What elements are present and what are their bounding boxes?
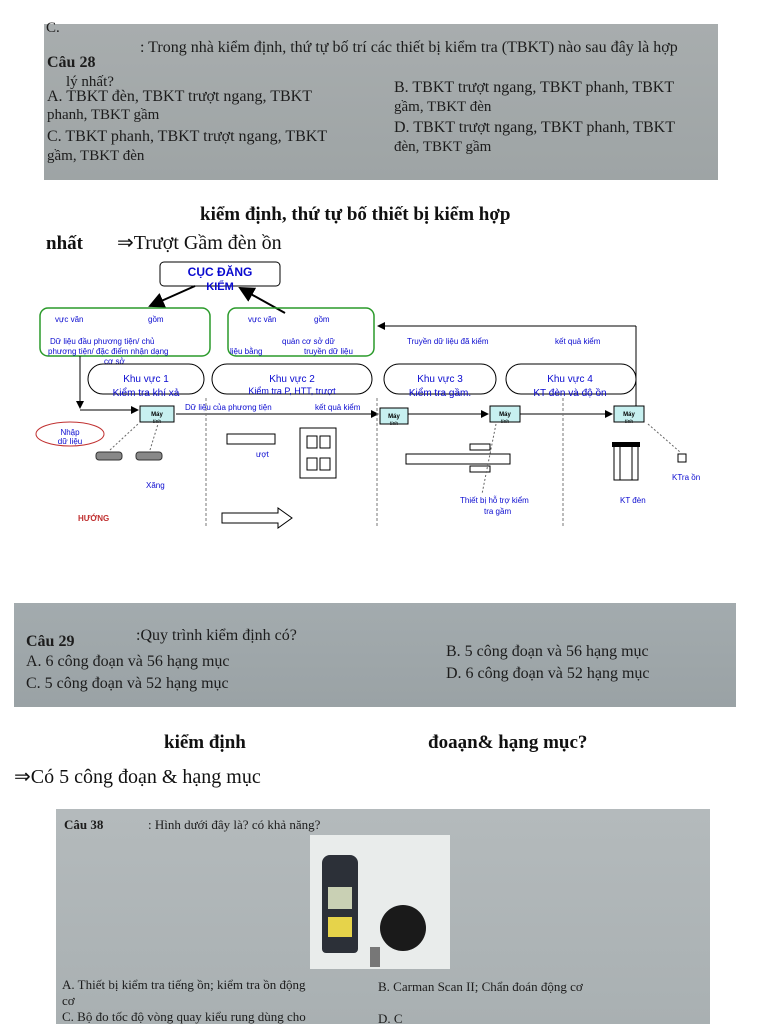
svg-text:KT đèn và độ ồn: KT đèn và độ ồn: [533, 387, 606, 399]
svg-text:Khu vực 3: Khu vực 3: [417, 374, 463, 385]
svg-text:Nhập: Nhập: [60, 428, 80, 437]
svg-text:liệu bằng: liệu bằng: [230, 347, 262, 356]
sound-level-meter-photo: [310, 835, 450, 969]
svg-text:Xăng: Xăng: [146, 481, 165, 490]
option-a: A. Thiết bị kiểm tra tiếng ồn; kiểm tra …: [62, 977, 306, 992]
svg-text:Máy: Máy: [499, 412, 511, 418]
option-b: B. Carman Scan II; Chẩn đoán động cơ: [378, 979, 583, 994]
svg-text:phương tiện/ đặc điểm nhận dạn: phương tiện/ đặc điểm nhận dạng: [48, 347, 168, 356]
svg-text:truyền dữ liệu: truyền dữ liệu: [304, 347, 353, 356]
svg-text:tra gầm: tra gầm: [484, 507, 511, 516]
option-d: D. TBKT trượt ngang, TBKT phanh, TBKT: [394, 119, 675, 136]
option-c: C. TBKT phanh, TBKT trượt ngang, TBKT: [47, 128, 328, 145]
question-29-scan: Câu 29 :Quy trình kiểm định có? A. 6 côn…: [14, 603, 736, 707]
computer-1: Máy tính: [139, 405, 175, 425]
note-29-part-a: kiểm định: [164, 732, 246, 753]
svg-text:kết quả kiểm: kết quả kiểm: [315, 403, 361, 412]
note-29-part-b: đoaạn& hạng mục?: [428, 732, 588, 753]
office-group-2: [227, 307, 375, 357]
fragment-text: C.: [46, 20, 60, 36]
svg-text:Dữ liệu đầu phương tiệ: Dữ liệu đầu phương tiện/ chủ: [50, 337, 154, 346]
svg-text:quản cơ sở dữ: quản cơ sở dữ: [282, 337, 335, 346]
option-c: C. 5 công đoạn và 52 hạng mục: [26, 675, 229, 692]
zone-4: Khu vực 4 KT đèn và độ ồn: [505, 363, 637, 399]
question-28-scan: C. Câu 28 : Trong nhà kiểm định, thứ tự …: [44, 20, 718, 180]
department-label: CỤC ĐĂNG: [188, 264, 253, 279]
option-a: A. TBKT đèn, TBKT trượt ngang, TBKT: [47, 88, 312, 105]
svg-text:Khu vực 1: Khu vực 1: [123, 374, 169, 385]
svg-text:cơ sở: cơ sở: [104, 357, 125, 366]
svg-text:vực văn: vực văn: [55, 315, 83, 324]
option-d: D. 6 công đoạn và 52 hạng mục: [446, 665, 650, 682]
option-b-cont: gầm, TBKT đèn: [394, 99, 492, 115]
headlight-tester: [613, 443, 639, 481]
svg-text:tính: tính: [390, 421, 399, 427]
svg-text:KT đèn: KT đèn: [620, 496, 646, 505]
svg-text:Máy: Máy: [388, 414, 400, 420]
svg-text:Kiểm tra gầm.: Kiểm tra gầm.: [409, 387, 471, 399]
question-text: : Trong nhà kiểm định, thứ tự bố trí các…: [140, 39, 678, 56]
question-38-scan: Câu 38 : Hình dưới đây là? có khả năng? …: [56, 809, 710, 1026]
question-text-cont: lý nhất?: [66, 74, 114, 90]
svg-text:Khu vực 4: Khu vực 4: [547, 374, 593, 385]
svg-text:tính: tính: [153, 419, 162, 425]
svg-text:KTra ồn: KTra ồn: [672, 473, 700, 482]
note-28-bold: nhất: [46, 233, 83, 254]
svg-text:tính: tính: [625, 419, 634, 425]
svg-text:gồm: gồm: [148, 315, 164, 324]
note-28-rest: ⇒Trượt Gầm đèn ồn: [116, 232, 282, 254]
department-box: [159, 261, 281, 287]
svg-text:Truyền dữ liệu đã kiểm: Truyền dữ liệu đã kiểm: [407, 337, 489, 346]
direction-arrow: [221, 507, 293, 529]
note-28-line1: kiểm định, thứ tự bố thiết bị kiểm hợp: [200, 204, 511, 225]
note-29-line2: ⇒Có 5 công đoạn & hạng mục: [14, 766, 261, 788]
pit-lift: [405, 453, 511, 465]
svg-text:Máy: Máy: [623, 412, 635, 418]
zone-1: Khu vực 1 Kiểm tra khí xả: [87, 363, 205, 399]
svg-text:gồm: gồm: [314, 315, 330, 324]
option-d-cont: đèn, TBKT gầm: [394, 139, 492, 155]
option-a-cont: cơ: [62, 993, 75, 1008]
zone-3: Khu vực 3 Kiểm tra gầm.: [383, 363, 497, 399]
svg-text:kết quả kiểm: kết quả kiểm: [555, 337, 601, 346]
question-text: : Hình dưới đây là? có khả năng?: [148, 817, 321, 832]
noise-meter-icon: [677, 453, 687, 463]
svg-text:Máy: Máy: [151, 412, 163, 418]
svg-text:tính: tính: [501, 419, 510, 425]
department-label-2: KIỂM: [206, 280, 234, 293]
option-a-cont: phanh, TBKT gầm: [47, 107, 160, 123]
option-b: B. TBKT trượt ngang, TBKT phanh, TBKT: [394, 79, 675, 96]
svg-text:vực văn: vực văn: [248, 315, 276, 324]
data-input-ellipse: Nhập dữ liệu: [35, 421, 105, 447]
brake-tester: [299, 427, 337, 479]
computer-4: Máy tính: [613, 405, 645, 425]
question-number: Câu 28: [47, 54, 96, 71]
slide-tester: [226, 433, 276, 445]
note-28-line2: nhất ⇒Trượt Gầm đèn ồn: [46, 230, 282, 255]
office-group-1: [39, 307, 211, 357]
zone-2: Khu vực 2 Kiểm tra P, HTT, trượt: [211, 363, 373, 396]
option-c-cont: gầm, TBKT đèn: [47, 148, 145, 164]
question-number: Câu 38: [64, 817, 104, 832]
svg-text:Thiết bị hỗ trợ kiểm: Thiết bị hỗ trợ kiểm: [460, 496, 529, 505]
computer-3: Máy tính: [489, 405, 521, 425]
question-text: :Quy trình kiểm định có?: [136, 627, 297, 644]
svg-text:dữ liệu: dữ liệu: [58, 437, 82, 446]
option-a: A. 6 công đoạn và 56 hạng mục: [26, 653, 230, 670]
svg-text:Kiểm tra khí xả: Kiểm tra khí xả: [113, 387, 180, 399]
question-number: Câu 29: [26, 633, 75, 650]
option-c: C. Bộ đo tốc độ vòng quay kiểu rung dùng…: [62, 1009, 306, 1024]
computer-2: Máy tính: [379, 407, 409, 427]
svg-text:Dữ liệu của phương tiện: Dữ liệu của phương tiện: [185, 403, 272, 412]
inspection-layout-diagram: CỤC ĐĂNG KIỂM vực văn gồm Dữ liệu đầu ph…: [35, 261, 700, 529]
option-b: B. 5 công đoạn và 56 hạng mục: [446, 643, 649, 660]
svg-text:Kiểm tra P, HTT, trượt: Kiểm tra P, HTT, trượt: [248, 386, 336, 396]
svg-text:ượt: ượt: [256, 450, 270, 459]
svg-text:HƯỚNG: HƯỚNG: [78, 514, 109, 523]
svg-text:Khu vực 2: Khu vực 2: [269, 374, 315, 385]
option-d: D. C: [378, 1011, 403, 1026]
